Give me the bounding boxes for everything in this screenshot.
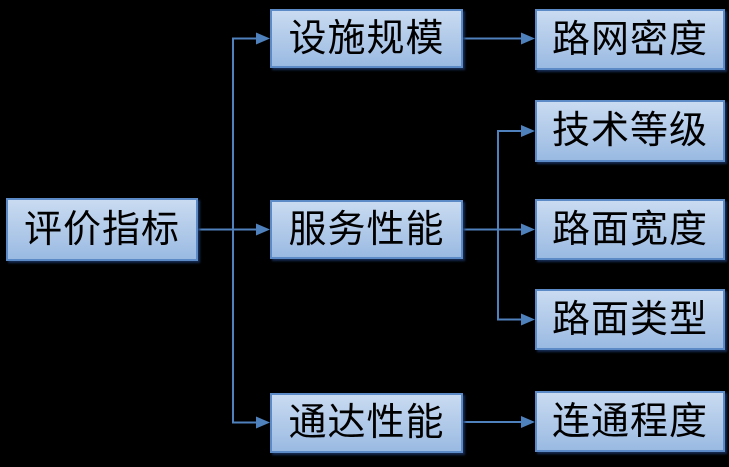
- node-label: 设施规模: [288, 17, 445, 60]
- node-label: 技术等级: [551, 110, 708, 152]
- node-technical-grade: 技术等级: [535, 100, 725, 162]
- node-evaluation-index: 评价指标: [6, 198, 198, 261]
- node-label: 服务性能: [288, 208, 445, 251]
- arrowhead-width: [521, 223, 535, 236]
- node-accessibility-performance: 通达性能: [270, 393, 463, 453]
- node-label: 评价指标: [23, 208, 180, 251]
- node-facility-scale: 设施规模: [270, 9, 463, 68]
- node-service-performance: 服务性能: [270, 200, 463, 259]
- node-pavement-width: 路面宽度: [535, 199, 725, 260]
- connector-root-branch-trunk: [232, 37, 257, 424]
- node-road-network-density: 路网密度: [535, 9, 725, 70]
- arrowhead-facility: [256, 32, 270, 45]
- arrowhead-accessibility: [256, 416, 270, 429]
- arrowhead-type: [521, 313, 535, 326]
- arrowhead-connectivity: [521, 416, 535, 428]
- node-label: 路面类型: [551, 298, 708, 341]
- node-pavement-type: 路面类型: [535, 289, 725, 350]
- node-label: 通达性能: [288, 402, 445, 444]
- node-label: 路网密度: [551, 18, 708, 61]
- connector-service-branch-trunk: [497, 130, 522, 321]
- node-label: 连通程度: [551, 400, 708, 443]
- arrowhead-service: [256, 223, 270, 236]
- node-label: 路面宽度: [551, 208, 708, 251]
- arrowhead-grade: [521, 125, 535, 137]
- arrowhead-density: [521, 32, 535, 45]
- node-connectivity-degree: 连通程度: [535, 391, 725, 452]
